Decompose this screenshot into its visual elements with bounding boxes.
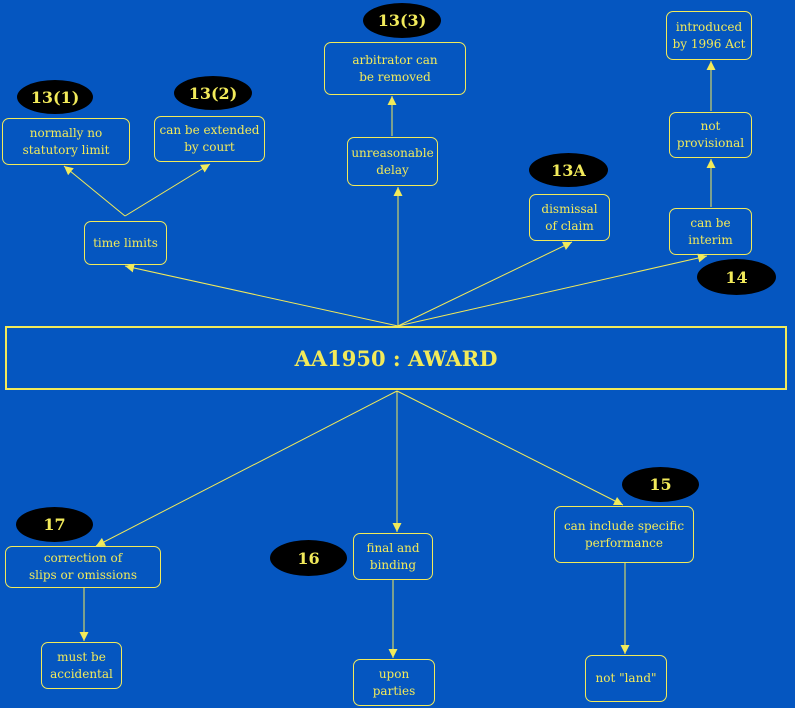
node-introduced-1996: introduced by 1996 Act	[666, 11, 752, 60]
edge-award-time-limits	[124, 263, 399, 327]
node-time-limits: time limits	[84, 221, 167, 265]
node-specific-performance: can include specific performance	[554, 506, 694, 563]
edge-time-limits-extended	[124, 163, 211, 217]
node-correction: correction of slips or omissions	[5, 546, 161, 588]
badge-14: 14	[697, 259, 776, 295]
badge-16: 16	[270, 540, 347, 576]
node-can-be-extended: can be extended by court	[154, 116, 265, 162]
edge-time-limits-no-limit	[63, 165, 126, 217]
node-dismissal: dismissal of claim	[529, 194, 610, 241]
node-not-provisional: not provisional	[669, 112, 752, 158]
badge-13-1: 13(1)	[17, 80, 93, 114]
badge-15: 15	[622, 467, 699, 502]
central-award-box: AA1950 : AWARD	[5, 326, 787, 390]
node-must-be-accidental: must be accidental	[41, 642, 122, 689]
badge-13-3: 13(3)	[363, 3, 441, 38]
node-arbitrator-removed: arbitrator can be removed	[324, 42, 466, 95]
edge-award-interim	[397, 253, 708, 327]
badge-17: 17	[16, 507, 93, 542]
node-not-land: not "land"	[585, 655, 667, 702]
node-normally-no-limit: normally no statutory limit	[2, 118, 130, 165]
badge-13a: 13A	[529, 153, 608, 187]
node-unreasonable-delay: unreasonable delay	[347, 137, 438, 186]
edge-award-specific-performance	[396, 390, 624, 506]
node-can-be-interim: can be interim	[669, 208, 752, 255]
node-upon-parties: upon parties	[353, 659, 435, 706]
edge-award-correction	[95, 390, 398, 547]
edge-award-dismissal	[397, 241, 573, 327]
badge-13-2: 13(2)	[174, 76, 252, 110]
node-final-binding: final and binding	[353, 533, 433, 580]
